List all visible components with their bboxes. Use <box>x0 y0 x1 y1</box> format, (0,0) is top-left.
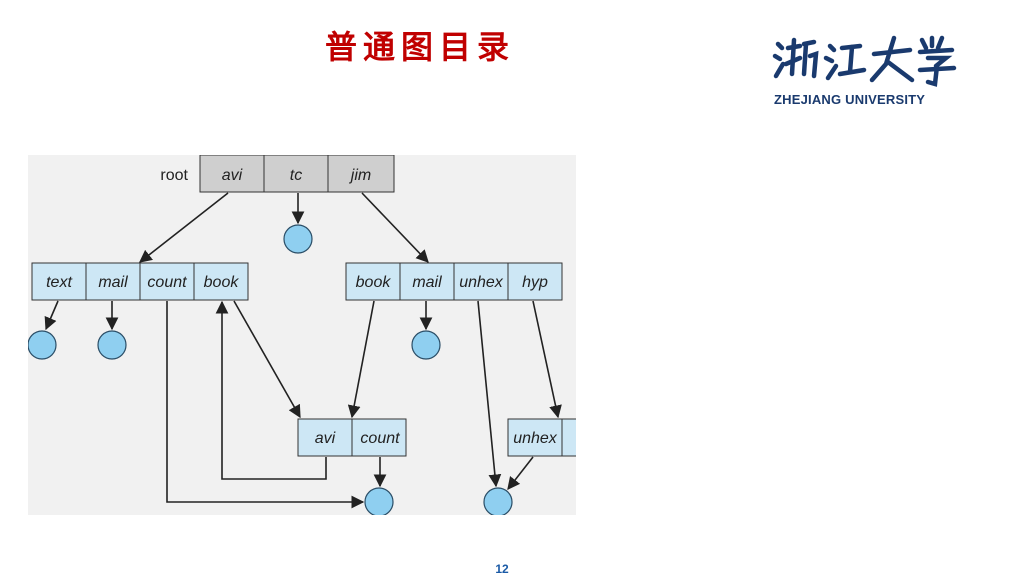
edge-text-file <box>44 300 59 331</box>
file-node-unhex <box>483 487 513 515</box>
avi-cell-book <box>193 262 249 301</box>
edge-root-avi <box>138 192 229 263</box>
file-node-text <box>28 330 57 360</box>
file-node-mail <box>97 330 127 360</box>
root-cell-avi <box>199 155 265 193</box>
acyclic-graph-directory-diagram: root avi tc jim text mail count book <box>28 155 576 515</box>
edge-avi-count-to-count-file <box>166 301 365 509</box>
root-entry-jim: jim <box>349 167 371 184</box>
edge-jim-unhex-file <box>477 300 502 488</box>
edge-jim-hyp-dir <box>532 300 562 419</box>
jim-cell-hyp <box>507 262 563 301</box>
root-label: root <box>160 167 188 184</box>
jim-cell-unhex <box>453 262 509 301</box>
hyp-directory: unhex hex <box>507 418 576 457</box>
shared-entry-count: count <box>360 430 400 447</box>
jim-directory: book mail unhex hyp <box>345 262 563 301</box>
file-node-tc <box>283 224 313 254</box>
avi-directory: text mail count book <box>31 262 249 301</box>
jim-entry-unhex: unhex <box>459 274 504 291</box>
edge-hyp-unhex-file <box>507 456 534 491</box>
shared-cell-avi <box>297 418 353 457</box>
avi-entry-text: text <box>46 274 72 291</box>
avi-cell-mail <box>85 262 141 301</box>
zju-calligraphy-logo <box>772 35 957 87</box>
shared-directory: avi count <box>297 418 407 457</box>
root-entry-tc: tc <box>290 167 302 184</box>
jim-cell-book <box>345 262 401 301</box>
jim-entry-mail: mail <box>412 274 442 291</box>
avi-entry-count: count <box>147 274 187 291</box>
root-directory: avi tc jim <box>199 155 395 193</box>
file-node-jim-mail <box>411 330 441 360</box>
avi-entry-book: book <box>204 274 240 291</box>
logo-subtitle: ZHEJIANG UNIVERSITY <box>774 92 926 107</box>
file-node-count <box>364 487 394 515</box>
hyp-cell-hex <box>561 418 576 457</box>
root-entry-avi: avi <box>222 167 243 184</box>
shared-entry-avi: avi <box>315 430 336 447</box>
avi-cell-text <box>31 262 87 301</box>
edge-root-jim <box>361 192 429 263</box>
edge-shared-avi-back-to-avi <box>215 300 327 480</box>
slide-title: 普通图目录 <box>324 28 515 66</box>
hyp-cell-unhex <box>507 418 563 457</box>
root-cell-jim <box>327 155 395 193</box>
shared-cell-count <box>351 418 407 457</box>
root-cell-tc <box>263 155 329 193</box>
jim-entry-hyp: hyp <box>522 274 548 291</box>
university-logo: ZHEJIANG UNIVERSITY <box>770 30 960 110</box>
avi-entry-mail: mail <box>98 274 128 291</box>
edge-avi-book-shared <box>233 300 301 419</box>
avi-cell-count <box>139 262 195 301</box>
jim-cell-mail <box>399 262 455 301</box>
page-number: 12 <box>495 562 509 576</box>
hyp-entry-unhex: unhex <box>513 430 558 447</box>
edge-jim-book-shared <box>347 300 375 419</box>
jim-entry-book: book <box>356 274 392 291</box>
